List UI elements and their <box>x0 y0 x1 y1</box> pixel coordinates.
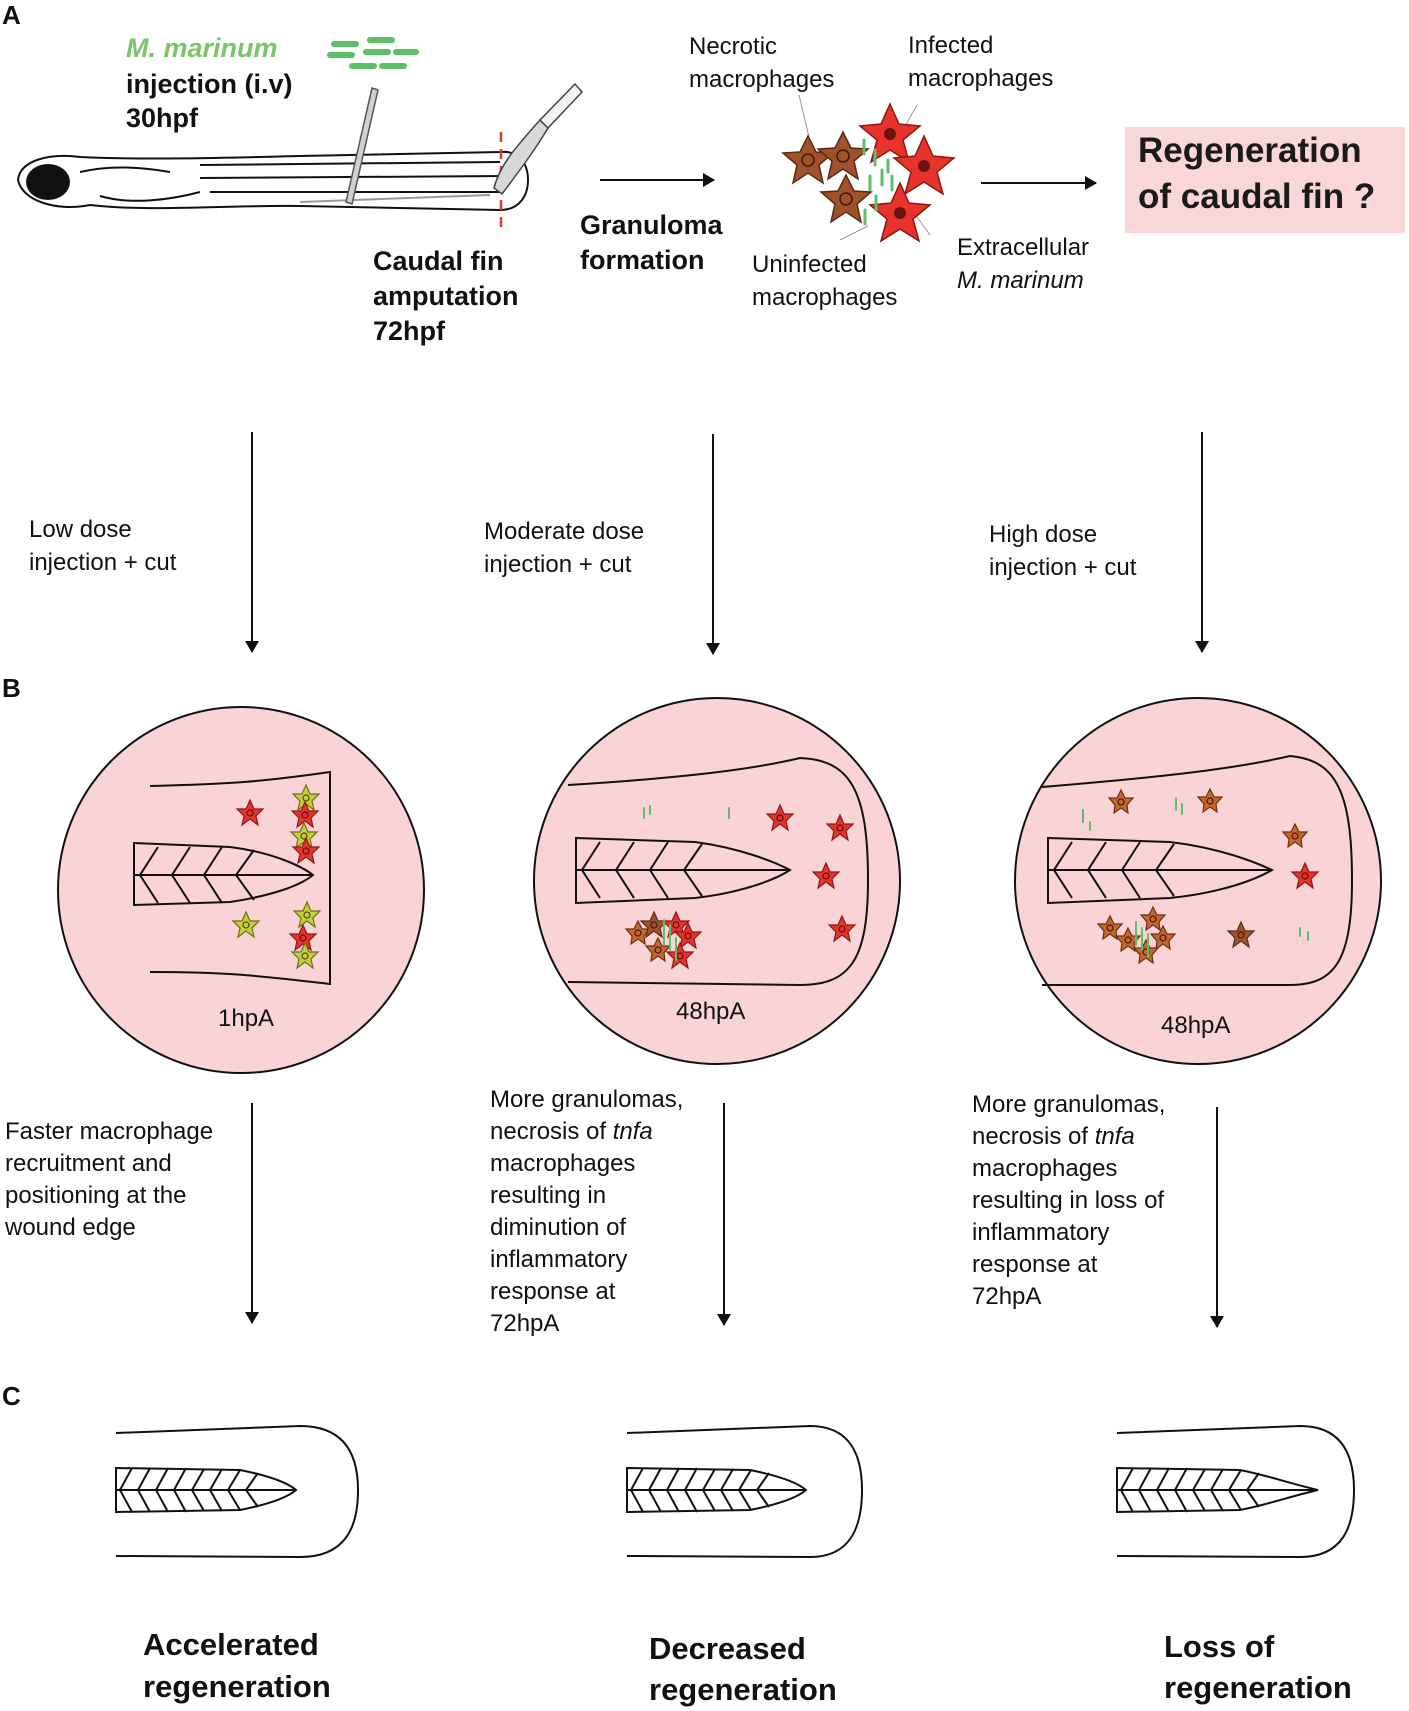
mechanism-moderate-8: 72hpA <box>490 1310 559 1337</box>
scalpel-icon <box>493 82 584 196</box>
outcome-accelerated-2: regeneration <box>143 1669 331 1704</box>
mechanism-high-1: More granulomas, <box>972 1091 1165 1118</box>
mechanism-low-2: recruitment and <box>5 1150 172 1177</box>
timepoint-low: 1hpA <box>218 1005 274 1032</box>
label-infected-2: macrophages <box>908 65 1053 92</box>
bacteria-icon <box>327 37 419 69</box>
circle-high-dose <box>1014 697 1382 1065</box>
mechanism-high-2: necrosis of tnfa <box>972 1123 1135 1150</box>
label-infected-1: Infected <box>908 32 993 59</box>
dose-moderate-2: injection + cut <box>484 551 632 578</box>
mechanism-high-gene: tnfa <box>1095 1123 1135 1150</box>
panel-letter-b: B <box>2 673 21 703</box>
mechanism-moderate-gene: tnfa <box>613 1118 653 1145</box>
circle-low-dose <box>57 706 425 1074</box>
outcome-accelerated-1: Accelerated <box>143 1627 319 1662</box>
larva-eye <box>26 164 70 200</box>
injection-route: injection (i.v) <box>126 69 293 99</box>
timepoint-moderate: 48hpA <box>676 998 745 1025</box>
outcome-decreased-2: regeneration <box>649 1672 837 1707</box>
label-necrotic-1: Necrotic <box>689 33 777 60</box>
label-extracellular-2: M. marinum <box>957 267 1084 294</box>
granuloma-line1: Granuloma <box>580 210 724 240</box>
amputation-line3: 72hpf <box>373 316 446 346</box>
fin-accelerated <box>115 1424 360 1559</box>
injection-organism: M. marinum <box>126 33 278 63</box>
mechanism-moderate-necrosis: necrosis of <box>490 1118 613 1145</box>
mechanism-moderate-2: necrosis of tnfa <box>490 1118 653 1145</box>
circle-moderate-dose <box>533 697 901 1065</box>
label-necrotic-2: macrophages <box>689 66 834 93</box>
question-line2: of caudal fin ? <box>1138 177 1375 216</box>
mechanism-moderate-3: macrophages <box>490 1150 635 1177</box>
dose-high-1: High dose <box>989 521 1097 548</box>
dose-moderate-1: Moderate dose <box>484 518 644 545</box>
label-uninfected-1: Uninfected <box>752 251 867 278</box>
outcome-decreased-1: Decreased <box>649 1631 806 1666</box>
mechanism-moderate-5: diminution of <box>490 1214 626 1241</box>
label-uninfected-2: macrophages <box>752 284 897 311</box>
dose-low-2: injection + cut <box>29 549 177 576</box>
dose-low-1: Low dose <box>29 516 132 543</box>
outcome-loss-1: Loss of <box>1164 1629 1275 1664</box>
mechanism-moderate-1: More granulomas, <box>490 1086 683 1113</box>
outcome-loss-2: regeneration <box>1164 1670 1352 1705</box>
panel-letter-a: A <box>2 0 21 30</box>
fin-loss <box>1116 1424 1356 1559</box>
mechanism-high-5: inflammatory <box>972 1219 1109 1246</box>
granuloma-cluster <box>782 94 955 242</box>
timepoint-high: 48hpA <box>1161 1012 1230 1039</box>
needle-icon <box>345 87 379 205</box>
label-extracellular-1: Extracellular <box>957 234 1089 261</box>
panel-letter-c: C <box>2 1381 21 1411</box>
amputation-line2: amputation <box>373 281 519 311</box>
mechanism-low-1: Faster macrophage <box>5 1118 213 1145</box>
mechanism-high-3: macrophages <box>972 1155 1117 1182</box>
mechanism-high-4: resulting in loss of <box>972 1187 1164 1214</box>
mechanism-high-6: response at <box>972 1251 1098 1278</box>
mechanism-moderate-7: response at <box>490 1278 616 1305</box>
dose-high-2: injection + cut <box>989 554 1137 581</box>
mechanism-high-7: 72hpA <box>972 1283 1041 1310</box>
amputation-line1: Caudal fin <box>373 246 504 276</box>
mechanism-low-3: positioning at the <box>5 1182 186 1209</box>
granuloma-line2: formation <box>580 245 705 275</box>
question-box <box>1125 127 1405 233</box>
question-line1: Regeneration <box>1138 131 1362 170</box>
mechanism-low-4: wound edge <box>4 1214 136 1241</box>
mechanism-moderate-4: resulting in <box>490 1182 606 1209</box>
injection-time: 30hpf <box>126 103 199 133</box>
mechanism-moderate-6: inflammatory <box>490 1246 627 1273</box>
zebrafish-larva <box>16 150 530 212</box>
mechanism-high-necrosis: necrosis of <box>972 1123 1095 1150</box>
fin-decreased <box>626 1424 864 1559</box>
